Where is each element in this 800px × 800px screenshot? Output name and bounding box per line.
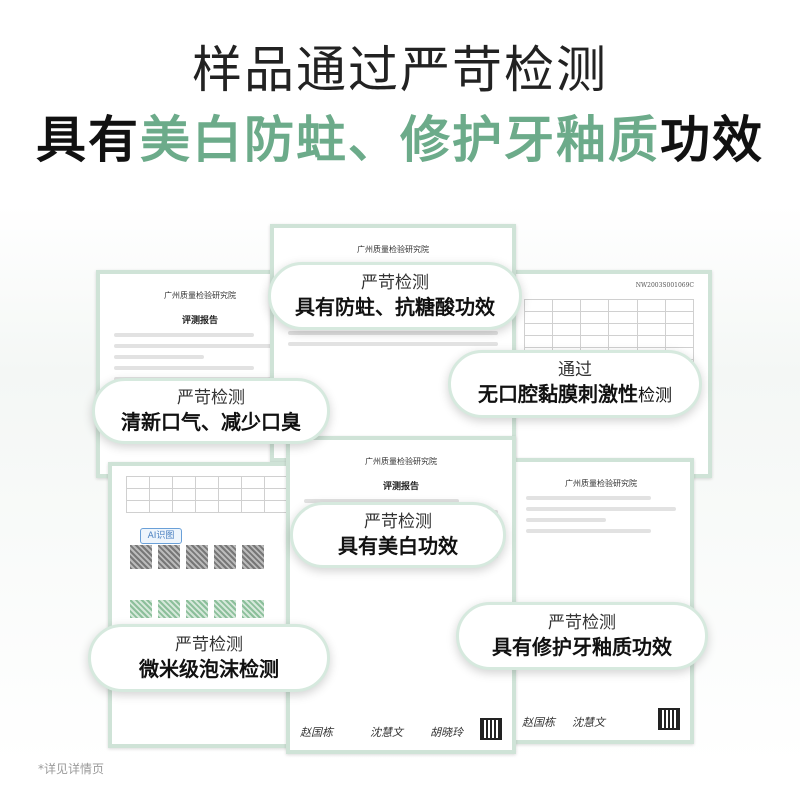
text-line [288, 342, 498, 346]
badge-top-text: 通过 [558, 360, 592, 380]
foam-image [214, 545, 236, 569]
signature: 赵国栋 [522, 716, 555, 729]
signature: 赵国栋 [300, 726, 333, 739]
badge-top-text: 严苛检测 [548, 613, 616, 633]
text-line [304, 499, 460, 503]
report-title: 评测报告 [181, 316, 218, 326]
foam-image [214, 600, 236, 618]
signature: 沈慧文 [370, 726, 403, 739]
foam-image [158, 600, 180, 618]
foam-image [186, 600, 208, 618]
text-line [114, 333, 254, 337]
badge-whitening: 严苛检测 具有美白功效 [290, 502, 506, 568]
foam-image [242, 600, 264, 618]
badge-no-irritation: 通过 无口腔黏膜刺激性检测 [448, 350, 702, 418]
headline-line1: 样品通过严苛检测 [192, 41, 608, 99]
badge-bottom-text: 具有修护牙釉质功效 [492, 635, 672, 659]
badge-top-text: 严苛检测 [175, 635, 243, 655]
foam-image [186, 545, 208, 569]
headline-prefix: 具有 [36, 111, 140, 169]
badge-bottom-text: 无口腔黏膜刺激性检测 [451, 381, 699, 409]
foam-image [130, 545, 152, 569]
badge-top-text: 严苛检测 [361, 273, 429, 293]
headline-suffix: 功效 [660, 111, 764, 169]
foam-image [158, 545, 180, 569]
badge-enamel-repair: 严苛检测 具有修护牙釉质功效 [456, 602, 708, 670]
badge-bottom-bold: 无口腔黏膜刺激性 [478, 382, 638, 406]
report-title: 评测报告 [382, 482, 419, 492]
qr-code-icon [480, 718, 502, 740]
badge-bottom-text: 清新口气、减少口臭 [121, 410, 301, 434]
text-line [114, 344, 286, 348]
text-line [526, 507, 676, 511]
report-institute: 广州质量检验研究院 [365, 457, 437, 466]
text-line [526, 529, 651, 533]
badge-bottom-text: 具有防蛀、抗糖酸功效 [295, 295, 495, 319]
badge-foam-test: 严苛检测 微米级泡沫检测 [88, 624, 330, 692]
badge-bottom-text: 微米级泡沫检测 [139, 657, 279, 681]
footer-note: *详见详情页 [38, 762, 105, 776]
report-document-right-bottom: 广州质量检验研究院 赵国栋 沈慧文 [508, 458, 694, 744]
badge-top-text: 严苛检测 [177, 388, 245, 408]
microscope-table [126, 476, 288, 513]
badge-bottom-light: 检测 [638, 386, 672, 406]
foam-image-row [130, 545, 270, 573]
report-document-center-bottom: 广州质量检验研究院 评测报告 赵国栋 沈慧文 胡晓玲 [286, 436, 516, 754]
ai-recognize-badge[interactable]: AI识图 [140, 528, 182, 544]
badge-anticavity: 严苛检测 具有防蛀、抗糖酸功效 [268, 262, 522, 330]
badge-fresh-breath: 严苛检测 清新口气、减少口臭 [92, 378, 330, 444]
text-line [114, 355, 204, 359]
report-institute: 广州质量检验研究院 [565, 479, 637, 488]
report-institute: 广州质量检验研究院 [357, 245, 429, 254]
headline-line2: 具有美白防蛀、修护牙釉质功效 [0, 100, 800, 172]
text-line [526, 518, 607, 522]
foam-image [130, 600, 152, 618]
foam-image [242, 545, 264, 569]
headline-highlight: 美白防蛀、修护牙釉质 [140, 111, 660, 169]
report-number: NW2003S001069C [635, 282, 694, 289]
qr-code-icon [658, 708, 680, 730]
report-institute: 广州质量检验研究院 [164, 291, 236, 300]
signature: 胡晓玲 [430, 726, 463, 739]
text-line [114, 366, 254, 370]
badge-bottom-text: 具有美白功效 [338, 534, 458, 558]
foam-image-row [130, 600, 270, 622]
signature: 沈慧文 [572, 716, 605, 729]
badge-top-text: 严苛检测 [364, 512, 432, 532]
text-line [526, 496, 651, 500]
text-line [288, 331, 498, 335]
